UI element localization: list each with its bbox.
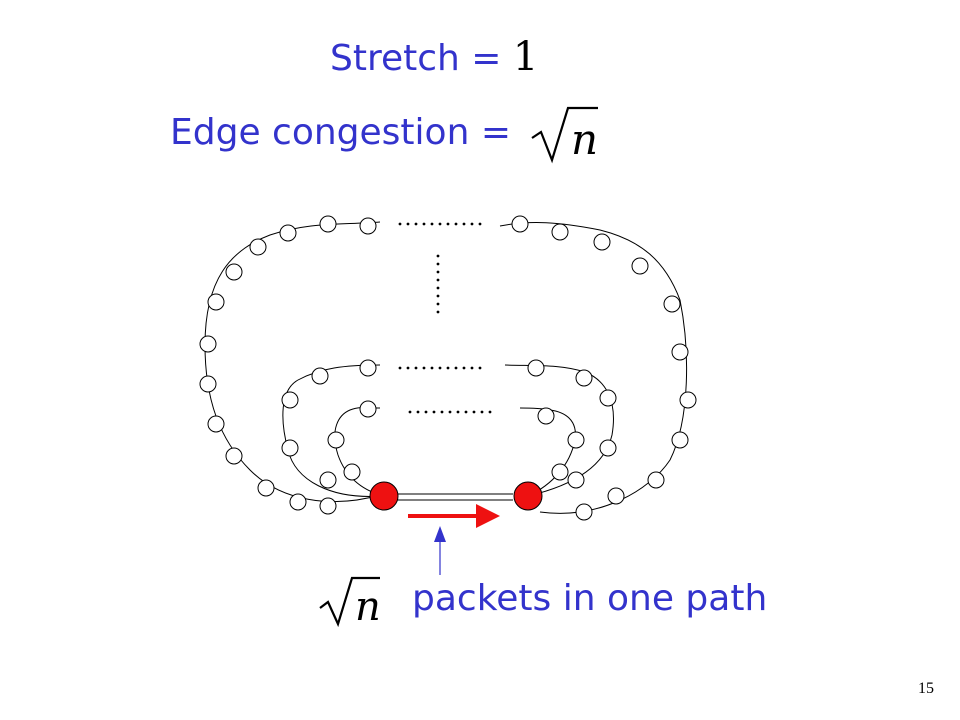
- congestion-sqrt-formula: n: [531, 106, 598, 164]
- path-node: [607, 487, 625, 505]
- path-node: [327, 431, 345, 449]
- path-node: [311, 367, 329, 385]
- path-node: [599, 439, 617, 457]
- ellipsis-inner: [408, 410, 492, 414]
- middle-path-left: [282, 364, 385, 498]
- inner-path-left: [334, 407, 385, 497]
- path-node: [647, 471, 665, 489]
- sqrt-radical: [531, 106, 598, 164]
- ellipsis-top: [398, 222, 482, 226]
- path-node: [631, 257, 649, 275]
- path-node: [671, 431, 689, 449]
- ellipsis-vertical: [436, 254, 440, 314]
- inner-path-nodes: [327, 400, 585, 481]
- path-node: [671, 343, 689, 361]
- path-node: [679, 391, 697, 409]
- path-node: [567, 471, 585, 489]
- stretch-label: Stretch =: [330, 38, 513, 79]
- path-node: [249, 238, 267, 256]
- path-node: [281, 391, 299, 409]
- path-node: [599, 389, 617, 407]
- path-node: [225, 447, 243, 465]
- outer-path-right: [499, 222, 688, 514]
- path-node: [593, 233, 611, 251]
- stretch-value: 1: [512, 34, 539, 80]
- sqrt-radical: [319, 576, 380, 628]
- path-node: [199, 335, 217, 353]
- path-node: [575, 369, 593, 387]
- path-node: [527, 359, 545, 377]
- red-direction-arrow: [408, 504, 500, 528]
- path-node: [537, 407, 555, 425]
- path-node: [281, 439, 299, 457]
- caption-text: packets in one path: [412, 578, 768, 619]
- path-node: [343, 463, 361, 481]
- path-node: [257, 479, 275, 497]
- outer-path-nodes: [199, 215, 697, 521]
- path-node: [225, 263, 243, 281]
- path-node: [359, 359, 377, 377]
- path-node: [289, 493, 307, 511]
- path-node: [207, 415, 225, 433]
- path-node: [207, 293, 225, 311]
- caption-sqrt-formula: n: [319, 576, 381, 630]
- page-number: 15: [918, 680, 934, 697]
- congestion-heading: Edge congestion =: [170, 112, 511, 153]
- stretch-heading: Stretch = 1: [330, 34, 538, 80]
- path-node: [279, 224, 297, 242]
- path-node: [359, 217, 377, 235]
- path-node: [319, 471, 337, 489]
- blue-pointer-arrow: [434, 526, 446, 575]
- path-node: [319, 215, 337, 233]
- path-node: [319, 497, 337, 515]
- path-node: [551, 463, 569, 481]
- source-node: [369, 481, 399, 511]
- ellipsis-middle: [398, 366, 482, 370]
- path-node: [359, 400, 377, 418]
- destination-node: [513, 481, 543, 511]
- sqrt-n-symbol: n: [571, 115, 598, 164]
- path-node: [663, 295, 681, 313]
- path-node: [199, 375, 217, 393]
- congestion-label: Edge congestion =: [170, 112, 511, 153]
- path-node: [511, 215, 529, 233]
- sqrt-n-symbol: n: [355, 584, 381, 630]
- path-node: [567, 431, 585, 449]
- path-node: [575, 503, 593, 521]
- path-node: [551, 223, 569, 241]
- middle-path-nodes: [281, 359, 617, 489]
